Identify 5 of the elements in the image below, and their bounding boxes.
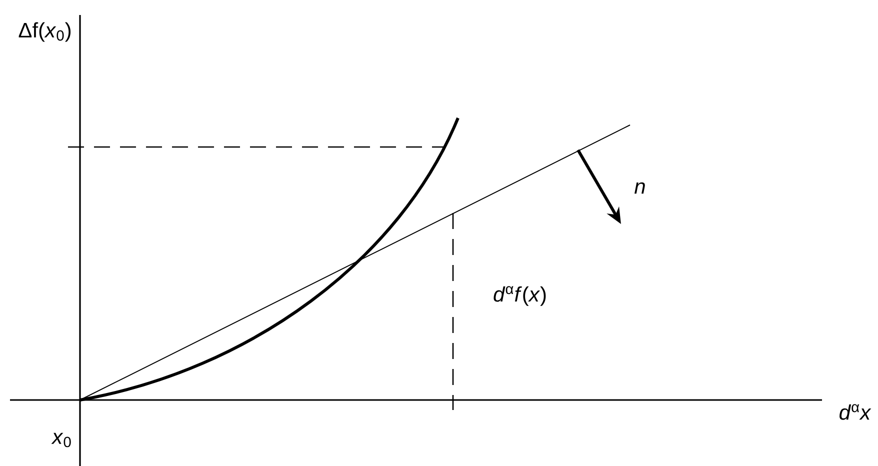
axis-label: x$_{0}$: [51, 432, 71, 448]
axis-label: d$^{α}$x: [840, 404, 872, 420]
dimension-label: d$^{α}$f(x): [494, 286, 546, 306]
vector-label: n: [634, 182, 645, 194]
axis-title: Δf(x$_{0}$): [18, 22, 71, 42]
